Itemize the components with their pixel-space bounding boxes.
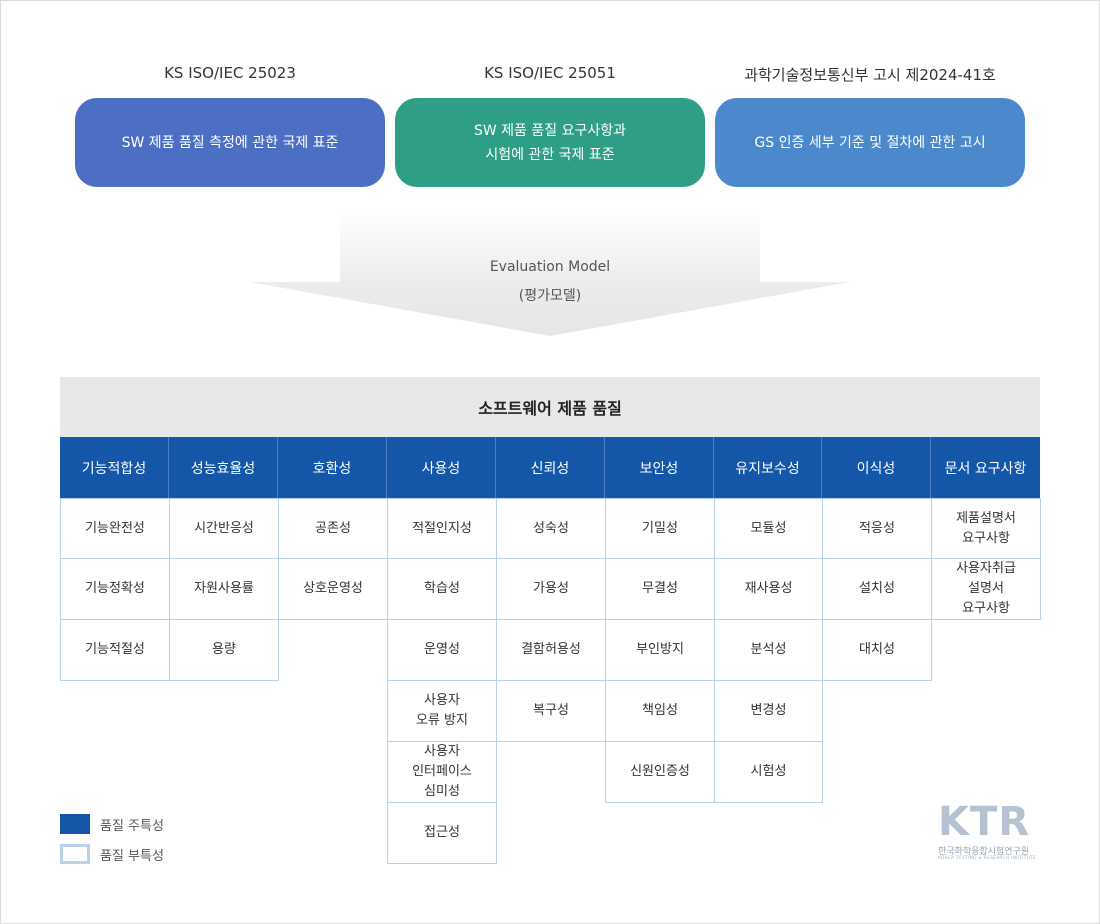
standard-box-25023: SW 제품 품질 측정에 관한 국제 표준 <box>75 98 385 187</box>
legend-main-swatch <box>60 814 90 834</box>
legend-sub-swatch <box>60 844 90 864</box>
sub-characteristic-cell: 용량 <box>169 619 279 681</box>
sub-characteristic-cell: 기능완전성 <box>60 498 170 559</box>
sub-characteristic-cell: 상호운영성 <box>278 558 388 620</box>
sub-characteristic-cell: 결함허용성 <box>496 619 606 681</box>
sub-characteristic-cell: 기능정확성 <box>60 558 170 620</box>
sub-characteristic-cell: 기능적절성 <box>60 619 170 681</box>
column-header: 신뢰성 <box>496 437 605 498</box>
sub-characteristic-cell: 사용자 인터페이스 심미성 <box>387 741 497 803</box>
column-header: 기능적합성 <box>60 437 169 498</box>
sub-characteristic-cell: 기밀성 <box>605 498 715 559</box>
sub-characteristic-cell: 책임성 <box>605 680 715 742</box>
sub-characteristic-cell: 가용성 <box>496 558 606 620</box>
down-arrow-icon <box>250 212 850 336</box>
sub-characteristic-cell: 접근성 <box>387 802 497 864</box>
sub-characteristic-cell: 복구성 <box>496 680 606 742</box>
sub-characteristic-cell: 모듈성 <box>714 498 823 559</box>
evaluation-model-korean-label: (평가모델) <box>518 288 582 304</box>
sub-characteristic-cell: 재사용성 <box>714 558 823 620</box>
sub-characteristic-cell: 분석성 <box>714 619 823 681</box>
sub-characteristic-cell: 공존성 <box>278 498 388 559</box>
sub-characteristic-cell: 제품설명서 요구사항 <box>931 498 1041 559</box>
column-header: 문서 요구사항 <box>931 437 1040 498</box>
sub-characteristic-cell: 적응성 <box>822 498 932 559</box>
column-header: 유지보수성 <box>714 437 822 498</box>
sub-characteristic-cell: 신원인증성 <box>605 741 715 803</box>
evaluation-model-label: Evaluation Model <box>489 259 611 275</box>
column-header: 호환성 <box>278 437 387 498</box>
legend-main-label: 품질 주특성 <box>100 819 164 834</box>
sub-characteristic-cell: 대치성 <box>822 619 932 681</box>
sub-characteristic-cell: 자원사용률 <box>169 558 279 620</box>
sub-characteristic-cell: 설치성 <box>822 558 932 620</box>
ktr-logo: KTR 한국화학융합시험연구원 KOREA TESTING & RESEARCH… <box>938 800 1040 866</box>
sub-characteristic-cell: 변경성 <box>714 680 823 742</box>
standard-title-notice: 과학기술정보통신부 고시 제2024-41호 <box>744 66 996 84</box>
standard-box-notice: GS 인증 세부 기준 및 절차에 관한 고시 <box>715 98 1025 187</box>
sub-characteristic-cell: 부인방지 <box>605 619 715 681</box>
ktr-logo-english: KOREA TESTING & RESEARCH INSTITUTE <box>938 856 1037 861</box>
ktr-logo-letters: KTR <box>938 799 1031 845</box>
standard-title-25023: KS ISO/IEC 25023 <box>164 64 296 82</box>
column-header: 보안성 <box>605 437 714 498</box>
sub-characteristic-cell: 시험성 <box>714 741 823 803</box>
standard-title-25051: KS ISO/IEC 25051 <box>484 64 616 82</box>
sub-characteristic-cell: 무결성 <box>605 558 715 620</box>
standard-box-25051: SW 제품 품질 요구사항과 시험에 관한 국제 표준 <box>395 98 705 187</box>
sub-characteristic-cell: 성숙성 <box>496 498 606 559</box>
sub-characteristic-cell: 운영성 <box>387 619 497 681</box>
legend-sub-label: 품질 부특성 <box>100 849 164 864</box>
sub-characteristic-cell: 학습성 <box>387 558 497 620</box>
column-header: 이식성 <box>822 437 931 498</box>
software-product-quality-band: 소프트웨어 제품 품질 <box>60 377 1040 437</box>
sub-characteristic-cell: 적절인지성 <box>387 498 497 559</box>
sub-characteristic-cell: 시간반응성 <box>169 498 279 559</box>
column-header: 성능효율성 <box>169 437 278 498</box>
sub-characteristic-cell: 사용자취급 설명서 요구사항 <box>931 558 1041 620</box>
sub-characteristic-cell: 사용자 오류 방지 <box>387 680 497 742</box>
column-header: 사용성 <box>387 437 496 498</box>
ktr-logo-korean: 한국화학융합시험연구원 <box>938 847 1030 857</box>
